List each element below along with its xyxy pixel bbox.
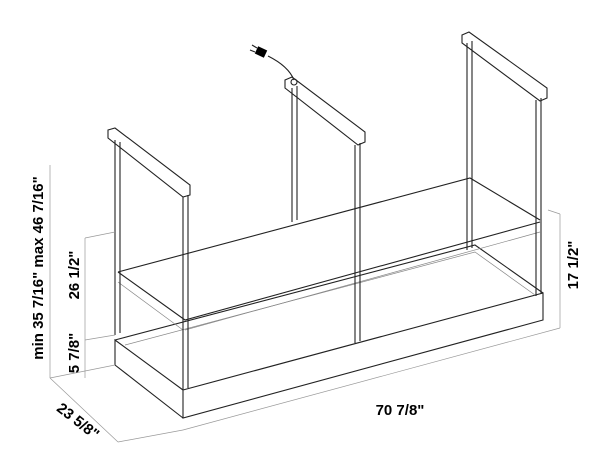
shelf-height-label: 26 1/2" xyxy=(66,251,83,300)
base-frame xyxy=(114,244,544,419)
power-plug-icon xyxy=(249,44,298,86)
width-label: 70 7/8" xyxy=(376,402,425,419)
side-depth-label: 17 1/2" xyxy=(565,241,582,290)
middle-upright xyxy=(284,76,366,343)
right-upright xyxy=(461,31,548,296)
dimension-lines xyxy=(49,165,561,443)
left-upright xyxy=(107,127,191,390)
shelf-deck xyxy=(117,177,541,331)
base-height-label: 5 7/8" xyxy=(66,333,83,373)
depth-label: 23 5/8" xyxy=(53,400,102,443)
total-height-label: min 35 7/16" max 46 7/16" xyxy=(30,176,47,360)
